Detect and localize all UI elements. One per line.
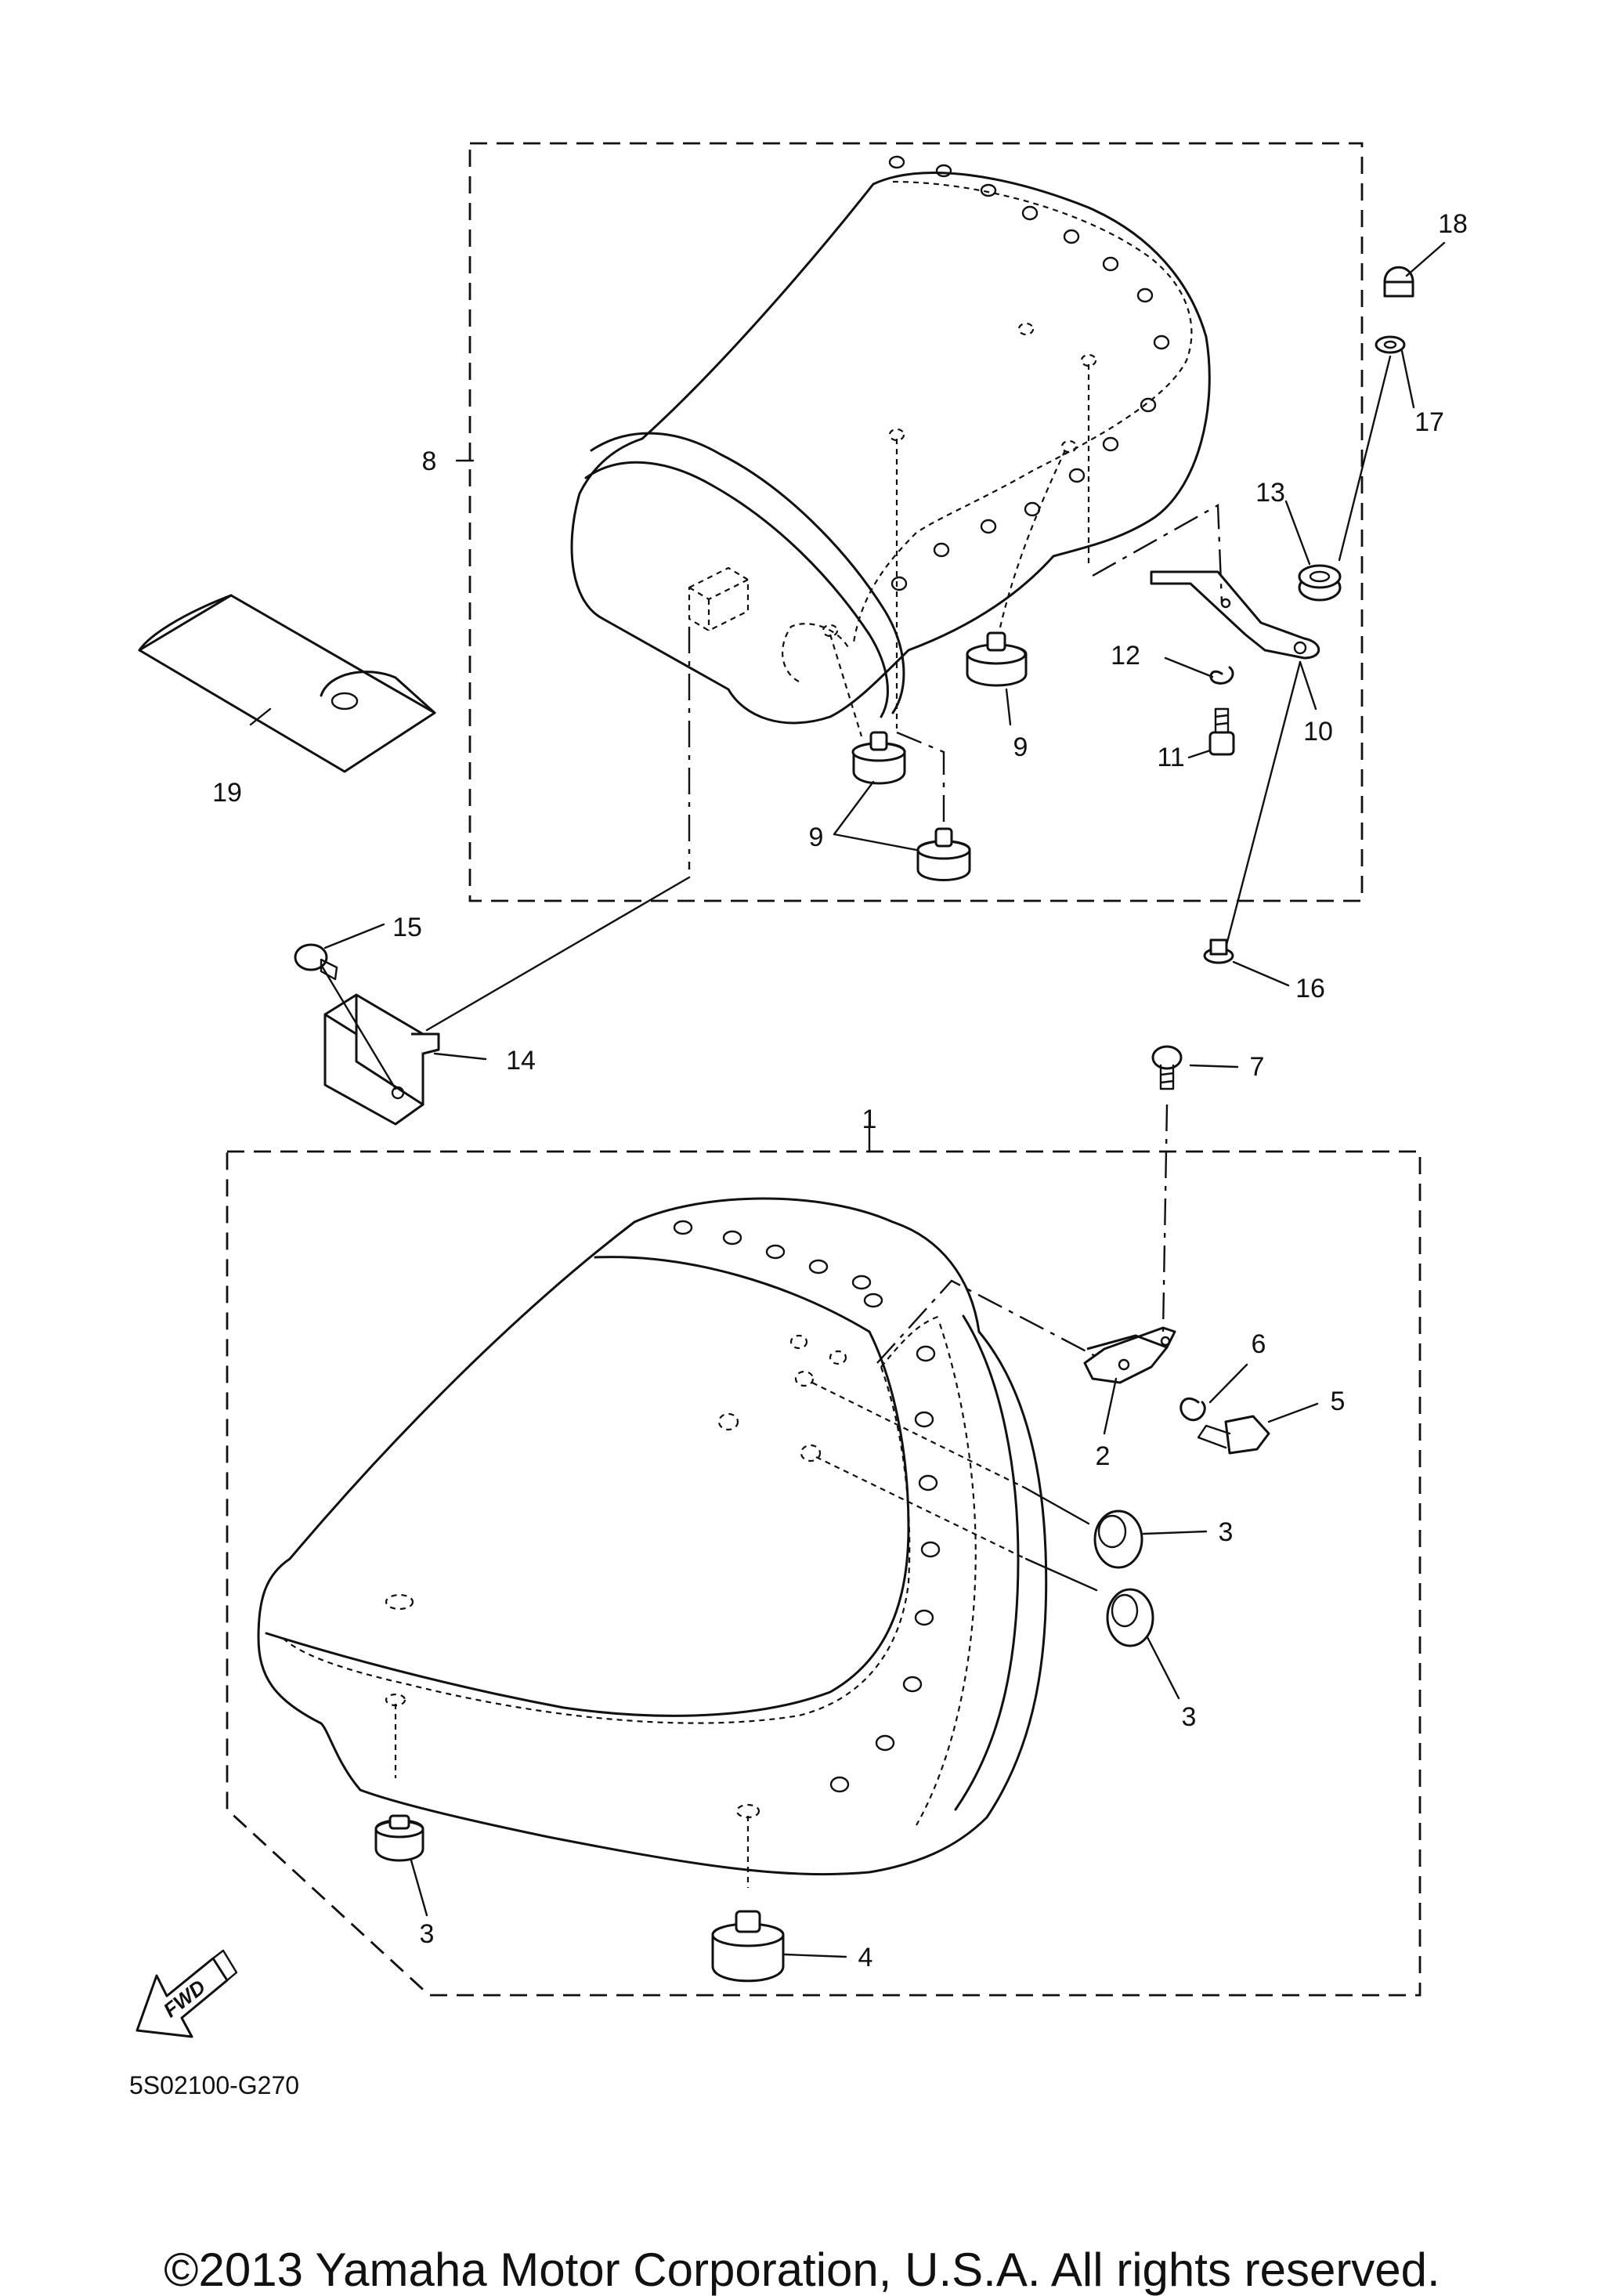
front-seat-studs	[673, 1220, 941, 1793]
callout-8: 8	[422, 447, 437, 476]
rear-seat-group	[468, 142, 1364, 902]
callout-19: 19	[212, 778, 242, 808]
damper-9-left-upper	[851, 731, 906, 785]
damper-9-left-lower	[916, 827, 971, 881]
bracket-14	[323, 993, 440, 1126]
bolt-15	[294, 943, 397, 1090]
nut-16	[1203, 938, 1234, 964]
callout-labels: 1 2 3 3 3 4 5 6 7 8 9 9 10 11 12 13 14 1…	[212, 209, 1468, 1972]
front-seat-group-boundary	[226, 1150, 1422, 1997]
callout-9-right: 9	[1013, 732, 1028, 762]
copyright-notice: ©2013 Yamaha Motor Corporation, U.S.A. A…	[164, 2244, 1440, 2296]
rear-bracket-10	[1092, 503, 1320, 660]
bolt-11	[1208, 707, 1235, 756]
callout-10: 10	[1303, 717, 1333, 747]
bolt-7	[1151, 1045, 1183, 1090]
callout-13: 13	[1255, 478, 1285, 508]
callout-16: 16	[1295, 974, 1325, 1003]
damper-4	[711, 1910, 785, 1983]
callout-2: 2	[1096, 1441, 1111, 1471]
callout-14: 14	[506, 1046, 536, 1076]
callout-6: 6	[1252, 1329, 1266, 1359]
circlip-12	[1209, 666, 1234, 685]
circlip-6	[1180, 1397, 1206, 1421]
front-seat	[257, 1197, 1117, 1876]
callout-4: 4	[858, 1943, 873, 1972]
callout-3-lower: 3	[420, 1919, 435, 1949]
seat-cover-19	[138, 594, 436, 773]
rear-seat-studs	[888, 155, 1170, 591]
callout-11: 11	[1157, 743, 1184, 772]
front-seat-group	[226, 1045, 1422, 1997]
callout-3-upper: 3	[1219, 1517, 1234, 1547]
cap-nut-18	[1383, 266, 1414, 298]
fwd-arrow: FWD	[135, 1949, 238, 2038]
washer-17	[1375, 335, 1406, 354]
grommet-13	[1298, 564, 1342, 602]
callout-15: 15	[392, 913, 422, 942]
callout-12: 12	[1111, 641, 1140, 671]
callout-3-middle: 3	[1182, 1702, 1197, 1732]
callout-7: 7	[1250, 1052, 1265, 1082]
damper-3-middle	[1106, 1588, 1154, 1647]
damper-3-lower	[374, 1814, 424, 1862]
callout-18: 18	[1438, 209, 1468, 239]
bolt-5	[1197, 1415, 1270, 1455]
damper-9-right	[966, 631, 1028, 687]
callout-17: 17	[1414, 407, 1444, 437]
callout-5: 5	[1331, 1387, 1346, 1416]
rear-seat	[570, 155, 1211, 725]
bracket-2	[1083, 1326, 1176, 1384]
callout-9-left: 9	[809, 823, 824, 852]
leader-lines	[249, 241, 1446, 1958]
damper-3-upper	[1093, 1510, 1143, 1569]
diagram-part-code: 5S02100-G270	[129, 2071, 299, 2099]
callout-1: 1	[862, 1105, 877, 1134]
